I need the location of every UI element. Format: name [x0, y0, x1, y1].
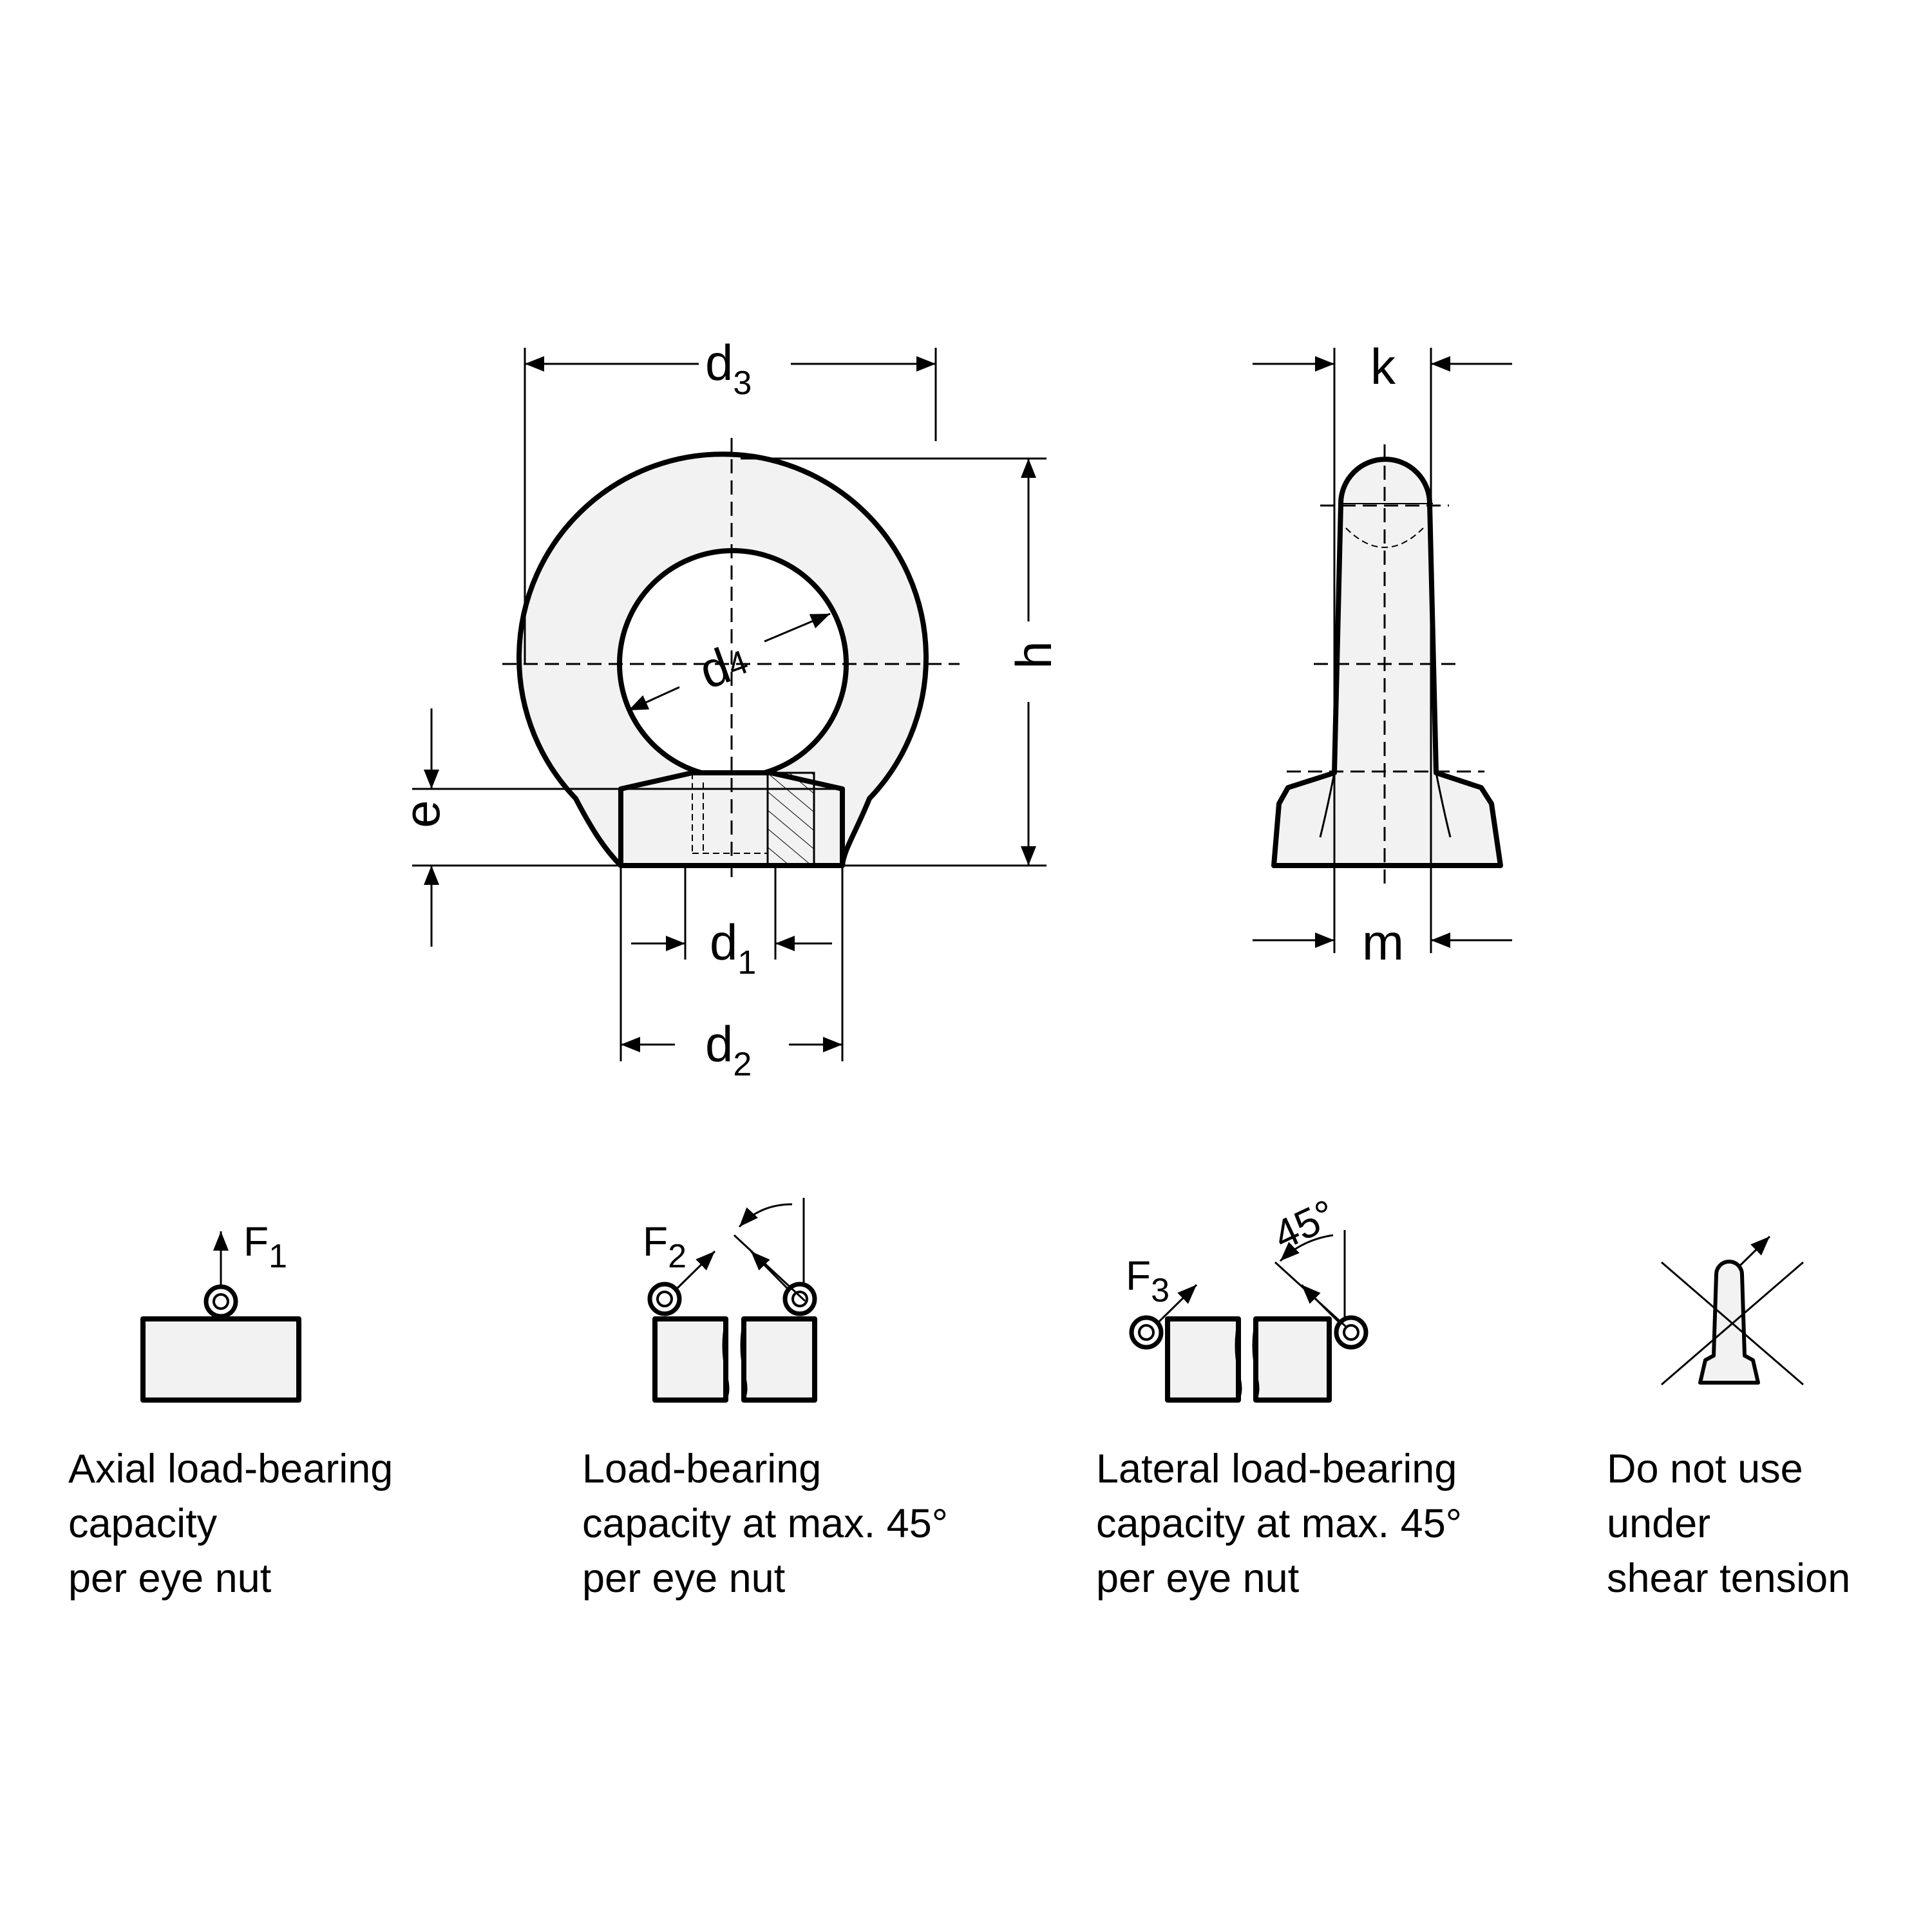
side-profile [1271, 457, 1503, 868]
force-label-f3: F3 [1126, 1253, 1170, 1309]
dim-label-d2: d2 [705, 1016, 752, 1083]
caption-prohibited: Do not use under shear tension [1607, 1446, 1850, 1601]
dim-label-m: m [1362, 914, 1404, 971]
force-label-f2: F2 [643, 1218, 687, 1275]
load-case-prohibited [1661, 1235, 1804, 1386]
caption-lateral: Lateral load-bearing capacity at max. 45… [1096, 1446, 1473, 1601]
front-view: d3 d4 h e d1 d2 [393, 334, 1062, 1083]
load-case-angled: F2 [643, 1198, 817, 1403]
caption-axial: Axial load-bearing capacity per eye nut [68, 1446, 404, 1601]
dim-label-k: k [1370, 338, 1396, 395]
dim-label-e: e [393, 800, 450, 828]
hatched-section [766, 772, 815, 867]
angle-label-45: 45° [1266, 1191, 1342, 1259]
caption-angled: Load-bearing capacity at max. 45° per ey… [582, 1446, 959, 1601]
side-view: k m [1253, 338, 1512, 971]
dim-label-h: h [1005, 641, 1062, 668]
load-case-axial: F1 [140, 1218, 301, 1403]
dim-label-d1: d1 [710, 914, 756, 981]
dim-label-d3: d3 [705, 334, 752, 402]
load-case-lateral: 45° F3 [1126, 1191, 1368, 1403]
eye-ring-body [516, 451, 929, 868]
force-label-f1: F1 [243, 1218, 287, 1275]
dim-label-d4: d4 [692, 630, 755, 699]
